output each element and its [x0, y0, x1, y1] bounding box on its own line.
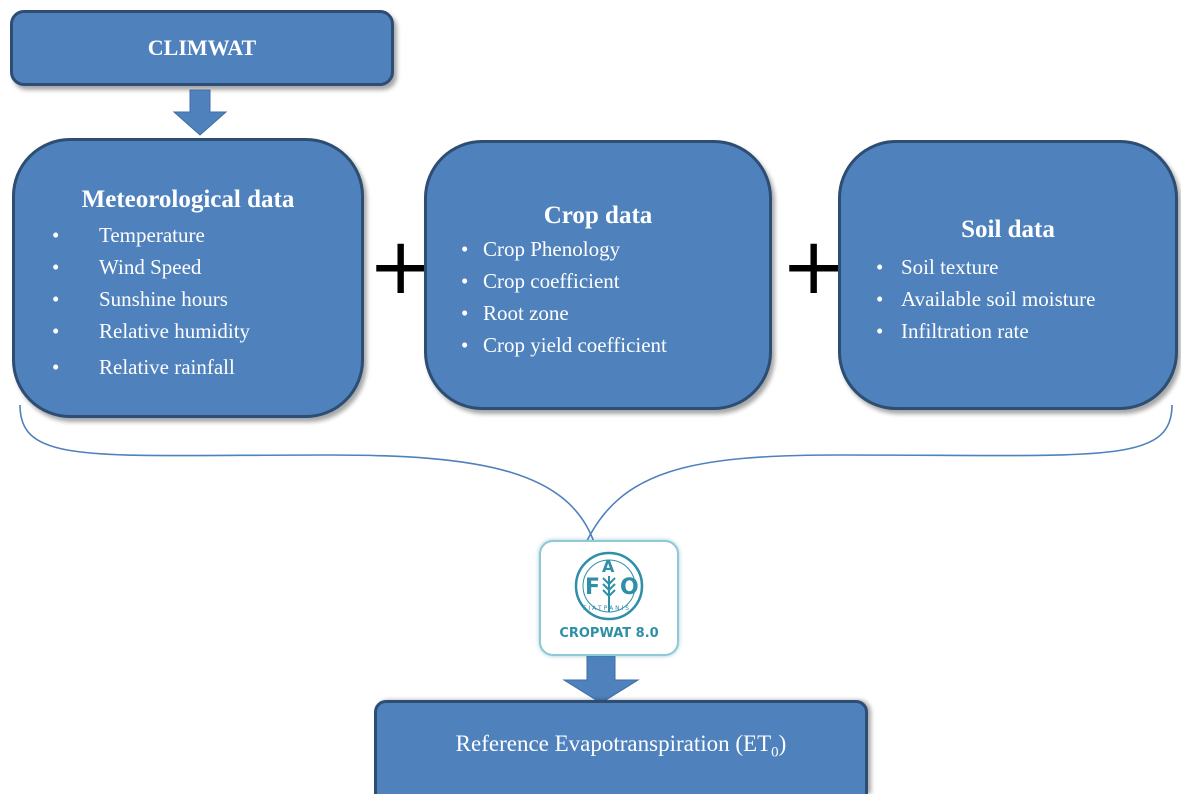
soil-data-list: • Soil texture • Available soil moisture…	[841, 251, 1175, 347]
climwat-box: CLIMWAT	[10, 10, 394, 86]
meteorological-data-list: • Temperature • Wind Speed • Sunshine ho…	[15, 219, 361, 387]
crop-data-list: • Crop Phenology • Crop coefficient • Ro…	[427, 233, 769, 361]
list-item: • Root zone	[461, 301, 569, 325]
crop-data-title: Crop data	[543, 202, 653, 229]
list-item: • Sunshine hours	[52, 287, 228, 311]
svg-text:F: F	[585, 575, 600, 600]
reference-evapotranspiration-label: Reference Evapotranspiration (ET0)	[455, 731, 787, 761]
plus-sign-1: +	[368, 222, 434, 312]
cropwat-logo: F O A F I A T P A N I S CROPWAT 8.0	[539, 540, 679, 656]
reference-evapotranspiration-box: Reference Evapotranspiration (ET0)	[374, 700, 868, 794]
svg-text:A: A	[602, 557, 615, 576]
list-item: • Soil texture	[876, 255, 999, 279]
crop-data-box: Crop data • Crop Phenology • Crop coeffi…	[424, 140, 772, 410]
connector-left-curve	[19, 404, 596, 546]
down-arrow-climwat	[172, 89, 228, 136]
list-item: • Crop coefficient	[461, 269, 620, 293]
list-item: • Relative rainfall	[52, 355, 235, 379]
plus-sign-2: +	[781, 222, 847, 312]
list-item: • Infiltration rate	[876, 319, 1029, 343]
meteorological-data-title: Meteorological data	[81, 186, 295, 213]
down-arrow-cropwat	[562, 655, 640, 704]
list-item: • Crop Phenology	[461, 237, 621, 261]
list-item: • Wind Speed	[52, 255, 202, 279]
climwat-label: CLIMWAT	[147, 35, 257, 60]
fao-motto: F I A T P A N I S	[583, 605, 629, 612]
list-item: • Available soil moisture	[876, 287, 1096, 311]
cropwat-caption: CROPWAT 8.0	[559, 626, 659, 641]
connector-right-curve	[584, 404, 1173, 546]
soil-data-title: Soil data	[961, 216, 1055, 243]
list-item: • Temperature	[52, 223, 205, 247]
list-item: • Relative humidity	[52, 319, 251, 343]
meteorological-data-box: Meteorological data • Temperature • Wind…	[12, 138, 364, 418]
svg-text:O: O	[620, 575, 639, 600]
fao-emblem-icon: F O A F I A T P A N I S	[574, 551, 644, 621]
list-item: • Crop yield coefficient	[461, 333, 667, 357]
soil-data-box: Soil data • Soil texture • Available soi…	[838, 140, 1178, 410]
